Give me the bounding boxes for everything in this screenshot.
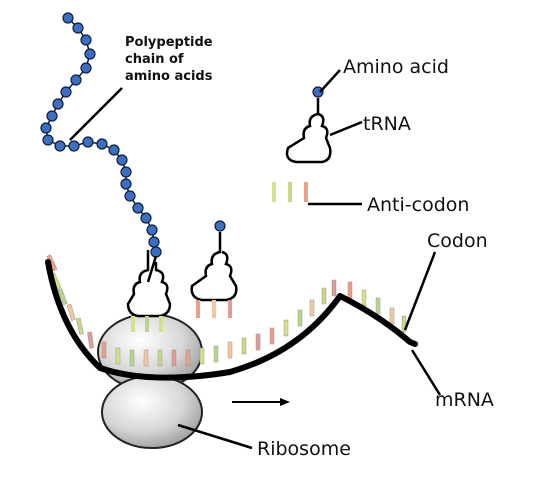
- mrna-base: [321, 287, 327, 305]
- mrna-base: [213, 345, 219, 363]
- amino-acid-bead: [120, 166, 132, 178]
- mrna-base: [269, 327, 275, 345]
- amino-acid-bead: [70, 74, 82, 86]
- anticodon-bases: [272, 182, 308, 202]
- anticodon-label: Anti-codon: [367, 194, 469, 216]
- mrna-base: [101, 341, 107, 359]
- ribosome-small-subunit: [101, 375, 203, 449]
- trna-free: [272, 86, 332, 202]
- mrna-base: [66, 303, 76, 321]
- amino-acid-bead: [60, 86, 72, 98]
- mrna-base: [76, 317, 84, 335]
- polypeptide-label-line3: amino acids: [125, 69, 213, 84]
- trna-label: tRNA: [363, 113, 411, 135]
- amino-acid-bead: [80, 34, 92, 46]
- chain-link: [146, 255, 158, 283]
- amino-acid-bead: [312, 86, 324, 98]
- mrna-base: [309, 299, 315, 317]
- amino-acid-bead: [120, 178, 132, 190]
- amino-acid-bead: [96, 138, 108, 150]
- amino-acid-bead: [150, 246, 162, 258]
- mrna-base: [129, 349, 135, 367]
- mrna-base: [157, 349, 163, 367]
- leader-lines: [69, 69, 442, 450]
- mrna-base: [171, 349, 177, 367]
- amino-acid-bead: [80, 62, 92, 74]
- amino-acid-bead: [146, 224, 158, 236]
- amino-acid-bead: [214, 220, 226, 232]
- direction-arrow: [232, 398, 290, 406]
- mrna-base: [199, 347, 205, 365]
- amino-acid-bead: [108, 144, 120, 156]
- amino-acid-bead: [84, 48, 96, 60]
- amino-acid-bead: [124, 190, 136, 202]
- codon-label: Codon: [427, 230, 488, 252]
- mrna-base: [143, 349, 149, 367]
- mrna-base: [227, 341, 233, 359]
- mrna-base: [255, 333, 261, 351]
- mrna-base: [241, 337, 247, 355]
- mrna-base: [283, 319, 289, 337]
- amino-acid-bead: [72, 22, 84, 34]
- mrna-strand: [45, 259, 418, 381]
- amino-acid-bead: [42, 134, 54, 146]
- amino-acid-bead: [54, 140, 66, 152]
- anticodon-bases: [131, 316, 163, 332]
- amino-acid-bead: [82, 136, 94, 148]
- mrna-base: [185, 349, 191, 367]
- amino-acid-bead: [40, 122, 52, 134]
- mrna-base: [389, 307, 395, 325]
- mrna-base: [87, 331, 94, 349]
- amino-acid-bead: [68, 140, 80, 152]
- amino-acid-bead: [52, 98, 64, 110]
- mrna-base: [115, 347, 121, 365]
- mrna-base: [347, 281, 353, 299]
- amino-acid-bead: [132, 202, 144, 214]
- polypeptide-chain: [40, 12, 162, 283]
- polypeptide-label-line2: chain of: [125, 52, 184, 67]
- amino-acid-bead: [62, 12, 74, 24]
- polypeptide-label-line1: Polypeptide: [125, 35, 213, 50]
- amino-acid-bead: [116, 154, 128, 166]
- ribosome-label: Ribosome: [257, 438, 351, 460]
- amino-acid-bead: [140, 212, 152, 224]
- mrna-base: [361, 289, 367, 307]
- trna-docked-1: [126, 250, 172, 332]
- amino-acid-bead: [46, 110, 58, 122]
- mrna-base: [297, 309, 303, 327]
- mrna-label: mRNA: [435, 389, 494, 411]
- ribosome: [97, 313, 203, 449]
- mrna-bases: [46, 254, 407, 367]
- mrna-base: [57, 288, 68, 306]
- amino-acid-label: Amino acid: [343, 56, 449, 78]
- amino-acid-bead: [148, 236, 160, 248]
- mrna-base: [375, 297, 381, 315]
- anticodon-bases: [196, 300, 232, 318]
- trna-docked-2: [190, 220, 238, 318]
- mrna-base: [331, 279, 337, 297]
